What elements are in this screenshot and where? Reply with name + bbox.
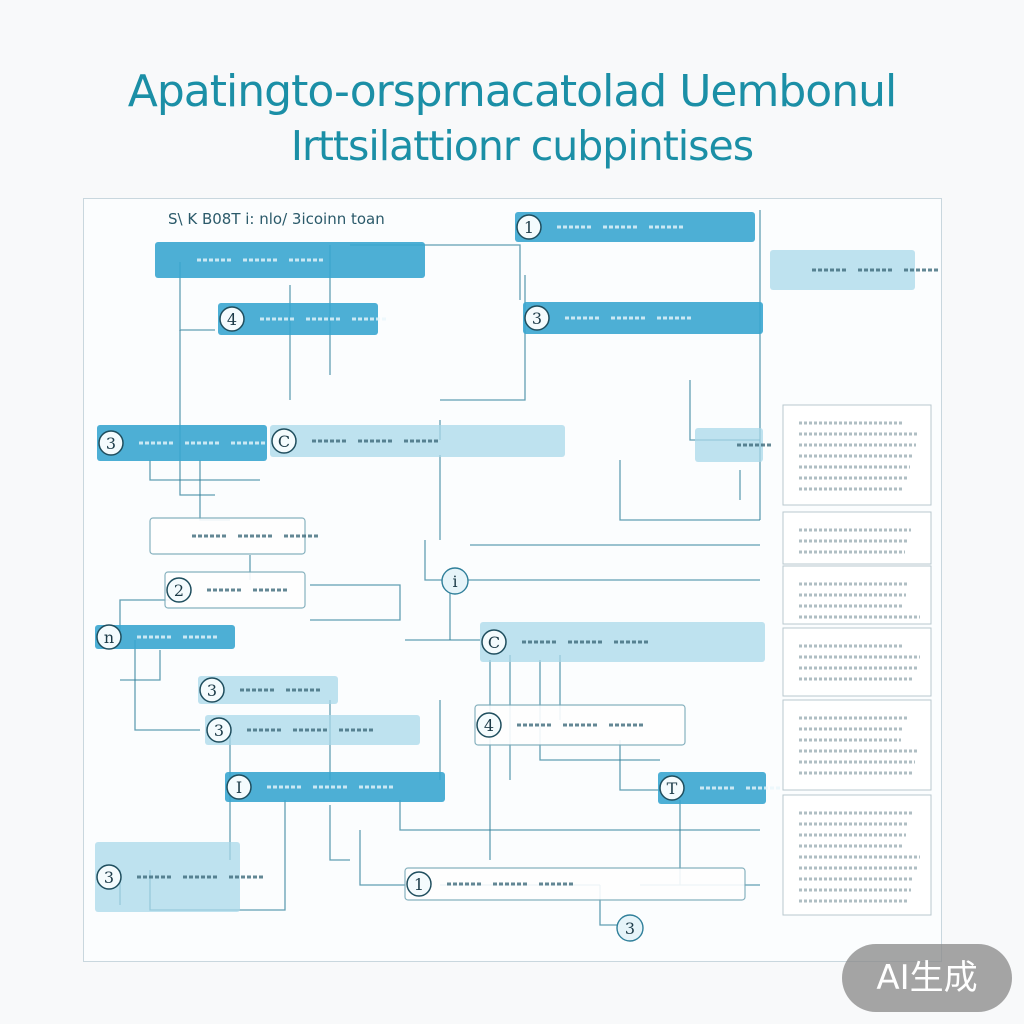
node-box — [149, 517, 306, 555]
side-panel — [782, 627, 932, 697]
connector-line — [539, 660, 660, 761]
flow-node — [155, 242, 425, 278]
connector-line — [149, 460, 260, 481]
flow-node: T — [658, 772, 782, 804]
node-box — [474, 704, 686, 746]
node-badge-number: 3 — [207, 681, 217, 700]
side-panel — [782, 511, 932, 565]
connector-line — [359, 830, 420, 886]
node-badge — [96, 624, 122, 650]
node-badge — [199, 677, 225, 703]
node-box — [97, 425, 267, 461]
flow-node — [770, 250, 940, 290]
node-badge-number: 3 — [104, 868, 114, 887]
flow-node: 2 — [164, 571, 306, 609]
flow-node: 3 — [97, 425, 267, 461]
flow-node — [695, 428, 773, 462]
node-badge-number: n — [104, 628, 114, 647]
connector-line — [399, 800, 760, 831]
connector-line — [619, 740, 660, 791]
node-badge — [271, 428, 297, 454]
connector-line — [619, 460, 760, 521]
node-badge — [96, 864, 122, 890]
diagram-subtitle: Irttsilattionr cubpintises — [290, 122, 754, 170]
node-badge — [659, 775, 685, 801]
flow-node: C — [480, 622, 765, 662]
flow-node: 3 — [616, 914, 644, 942]
flow-node: n — [95, 624, 235, 650]
connector-line — [440, 275, 526, 401]
node-badge — [516, 214, 542, 240]
flow-node: 3 — [205, 715, 420, 745]
node-badge-number: i — [452, 572, 457, 591]
flow-node: 1 — [515, 212, 755, 242]
node-circle — [616, 914, 644, 942]
node-badge-number: 3 — [214, 721, 224, 740]
node-badge — [206, 717, 232, 743]
side-panel — [782, 699, 932, 791]
node-badge — [226, 774, 252, 800]
diagram-title: Apatingto-orsprnacatolad Uembonul — [127, 66, 897, 117]
node-box — [404, 867, 746, 901]
node-box — [218, 303, 378, 335]
flow-node: 4 — [218, 303, 388, 335]
node-box — [695, 428, 763, 462]
connector-line — [179, 330, 215, 496]
node-badge-number: 1 — [524, 218, 534, 237]
node-badge — [406, 871, 432, 897]
node-badge — [524, 305, 550, 331]
connector-line — [199, 460, 230, 521]
node-badge-number: C — [278, 432, 290, 451]
side-panels — [782, 404, 932, 916]
flow-node: 4 — [474, 704, 686, 746]
node-badge — [98, 430, 124, 456]
node-badge — [481, 629, 507, 655]
flow-node: 3 — [95, 842, 265, 912]
flow-node: C — [270, 425, 565, 457]
node-circle — [441, 567, 469, 595]
node-badge-number: 3 — [625, 919, 635, 938]
node-badge-number: 2 — [174, 581, 184, 600]
node-badge-number: 1 — [414, 875, 424, 894]
node-badge-number: 4 — [484, 716, 494, 735]
node-badge-number: 3 — [532, 309, 542, 328]
diagram-header-text: S\ K B08T i: nlo/ 3icoinn toan — [168, 210, 385, 228]
flow-node: I — [225, 772, 445, 802]
ai-generated-watermark: AI生成 — [842, 944, 1012, 1012]
node-badge-number: T — [667, 779, 678, 798]
node-badge-number: 3 — [106, 434, 116, 453]
node-badge — [219, 306, 245, 332]
node-badge-number: 4 — [227, 310, 237, 329]
flow-node — [149, 517, 320, 555]
flow-node: 3 — [523, 302, 763, 334]
node-badge-number: C — [488, 633, 500, 652]
side-panel — [782, 794, 932, 916]
node-badge — [476, 712, 502, 738]
flow-node: i — [441, 567, 469, 595]
node-badge — [166, 577, 192, 603]
connector-line — [120, 650, 161, 681]
connector-line — [329, 805, 350, 861]
node-badge-number: I — [236, 778, 242, 797]
connector-line — [134, 640, 200, 731]
connector-line — [310, 584, 401, 621]
flow-node: 1 — [404, 867, 746, 901]
flow-node: 3 — [198, 676, 338, 704]
